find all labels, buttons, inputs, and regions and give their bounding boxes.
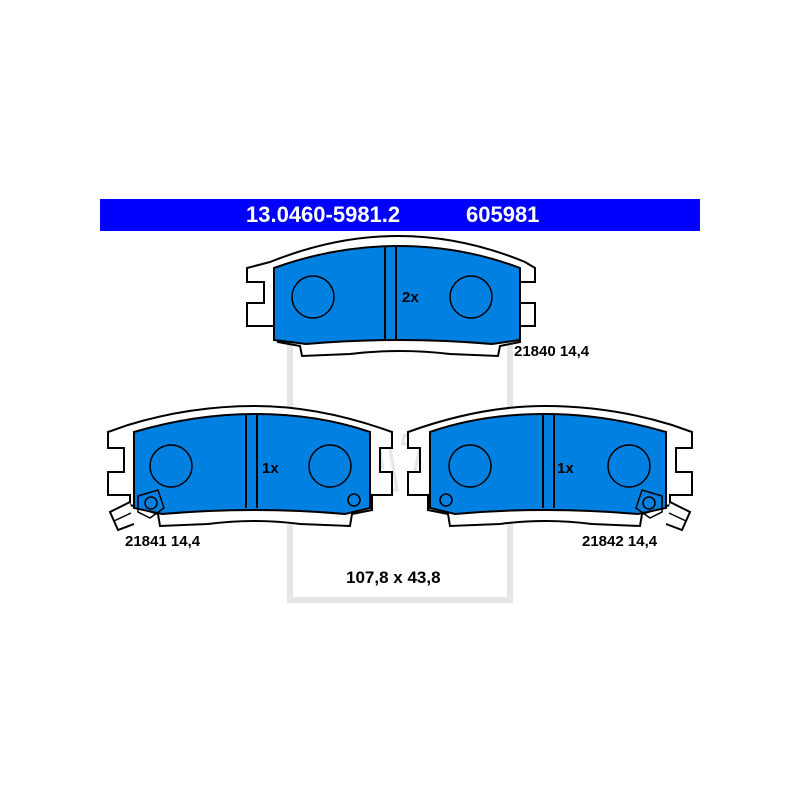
top-brake-pad — [246, 234, 536, 358]
top-pad-label: 21840 14,4 — [514, 343, 590, 360]
right-brake-pad — [407, 404, 693, 532]
right-pad-wear-sensor — [635, 489, 692, 532]
pad-dimensions: 107,8 x 43,8 — [346, 568, 441, 587]
reference-number: 605981 — [466, 202, 540, 227]
right-pad-friction-material — [429, 412, 667, 516]
right-pad-right-hole — [607, 444, 651, 488]
right-pad-left-hole — [448, 444, 492, 488]
top-pad-left-hole — [291, 275, 335, 319]
right-pad-quantity: 1x — [557, 460, 574, 477]
top-pad-quantity: 2x — [402, 289, 419, 306]
left-pad-friction-material — [133, 412, 371, 516]
header-bar: 13.0460-5981.2 605981 — [100, 199, 700, 231]
top-pad-right-hole — [449, 275, 493, 319]
part-number: 13.0460-5981.2 — [246, 202, 401, 227]
left-pad-left-hole — [149, 444, 193, 488]
left-pad-quantity: 1x — [262, 460, 279, 477]
left-brake-pad — [107, 404, 393, 532]
left-pad-label: 21841 14,4 — [125, 533, 201, 550]
left-pad-wear-sensor — [108, 489, 165, 532]
left-pad-right-hole — [308, 444, 352, 488]
right-pad-label: 21842 14,4 — [582, 533, 658, 550]
